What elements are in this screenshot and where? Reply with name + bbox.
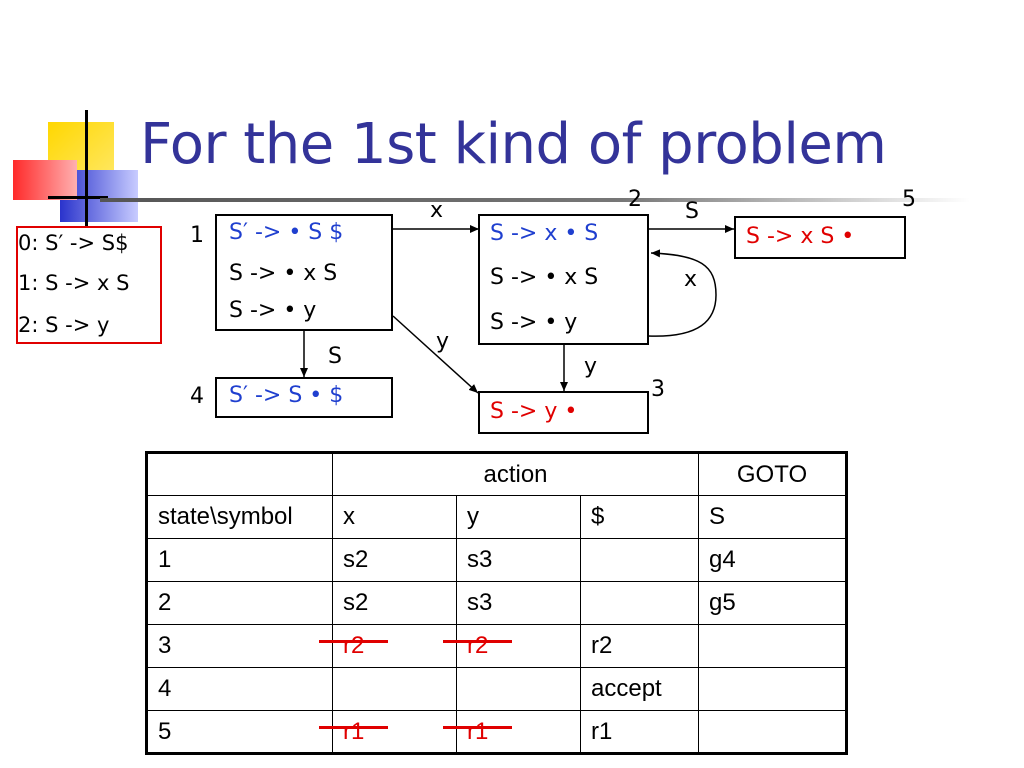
struck-entry: r2 xyxy=(467,632,489,659)
state-5-number: 5 xyxy=(902,187,916,212)
grammar-rule-0: 0: S′ -> S$ xyxy=(18,231,129,255)
table-cell: r2 xyxy=(580,624,699,668)
table-header-blank xyxy=(146,452,333,496)
edge-1-4-label: S xyxy=(328,344,342,369)
table-cell xyxy=(580,581,699,625)
table-cell xyxy=(698,624,847,668)
table-subheader-cell: S xyxy=(698,495,847,539)
table-cell: r2 xyxy=(456,624,581,668)
table-cell: s2 xyxy=(332,538,457,582)
table-cell xyxy=(698,667,847,711)
table-cell: s3 xyxy=(456,581,581,625)
edge-2-self-loop xyxy=(647,249,717,337)
state-4-number: 4 xyxy=(190,384,204,409)
edge-2-self-label: x xyxy=(684,267,698,292)
state-3-item-0: S -> y • xyxy=(490,399,578,424)
state-5-item-0: S -> x S • xyxy=(746,224,855,249)
table-cell: r1 xyxy=(456,710,581,754)
struck-entry: r1 xyxy=(343,717,365,745)
state-2-item-2: S -> • y xyxy=(490,310,578,335)
table-subheader-row: state\symbol x y $ S xyxy=(146,495,847,539)
edge-1-2-label: x xyxy=(430,198,444,223)
table-header-goto: GOTO xyxy=(698,452,847,496)
title-underline xyxy=(100,198,970,202)
table-cell: 4 xyxy=(146,667,333,711)
edge-1-3-label: y xyxy=(436,329,450,354)
state-4-item-0: S′ -> S • $ xyxy=(229,383,344,408)
edge-2-5-label: S xyxy=(685,199,699,224)
struck-entry: r1 xyxy=(467,717,489,745)
table-header-row: action GOTO xyxy=(146,452,847,496)
table-row: 3 r2 r2 r2 xyxy=(146,624,847,668)
table-row: 5 r1 r1 r1 xyxy=(146,710,847,754)
table-subheader-cell: state\symbol xyxy=(146,495,333,539)
state-1-item-1: S -> • x S xyxy=(229,261,338,286)
table-cell: accept xyxy=(580,667,699,711)
table-cell xyxy=(580,538,699,582)
table-cell: 3 xyxy=(146,624,333,668)
grammar-box: 0: S′ -> S$ 1: S -> x S 2: S -> y xyxy=(16,226,162,344)
table-cell: g4 xyxy=(698,538,847,582)
table-cell: r2 xyxy=(332,624,457,668)
table-cell: r1 xyxy=(580,710,699,754)
state-3-number: 3 xyxy=(651,377,665,402)
decorative-corner-squares xyxy=(13,110,138,228)
state-2-box: S -> x • S S -> • x S S -> • y xyxy=(478,214,649,345)
table-subheader-cell: y xyxy=(456,495,581,539)
table-cell: 5 xyxy=(146,710,333,754)
table-cell: 2 xyxy=(146,581,333,625)
state-1-item-0: S′ -> • S $ xyxy=(229,220,344,245)
table-subheader-cell: x xyxy=(332,495,457,539)
table-cell xyxy=(332,667,457,711)
state-1-item-2: S -> • y xyxy=(229,298,317,323)
state-1-box: S′ -> • S $ S -> • x S S -> • y xyxy=(215,214,393,331)
table-cell: 1 xyxy=(146,538,333,582)
table-cell: s2 xyxy=(332,581,457,625)
state-3-box: S -> y • xyxy=(478,391,649,434)
state-4-box: S′ -> S • $ xyxy=(215,377,393,418)
edge-1-to-3 xyxy=(392,315,479,394)
state-5-box: S -> x S • xyxy=(734,216,906,259)
state-2-number: 2 xyxy=(628,187,642,212)
state-1-number: 1 xyxy=(190,223,204,248)
state-2-item-0: S -> x • S xyxy=(490,221,599,246)
table-header-action: action xyxy=(332,452,699,496)
grammar-rule-1: 1: S -> x S xyxy=(18,271,130,295)
slide-title: For the 1st kind of problem xyxy=(140,112,887,177)
table-subheader-cell: $ xyxy=(580,495,699,539)
table-cell: g5 xyxy=(698,581,847,625)
state-2-item-1: S -> • x S xyxy=(490,265,599,290)
table-cell: s3 xyxy=(456,538,581,582)
table-cell xyxy=(698,710,847,754)
edge-2-3-label: y xyxy=(584,354,598,379)
struck-entry: r2 xyxy=(343,632,365,659)
table-cell xyxy=(456,667,581,711)
table-cell: r1 xyxy=(332,710,457,754)
grammar-rule-2: 2: S -> y xyxy=(18,313,110,337)
table-row: 4 accept xyxy=(146,667,847,711)
